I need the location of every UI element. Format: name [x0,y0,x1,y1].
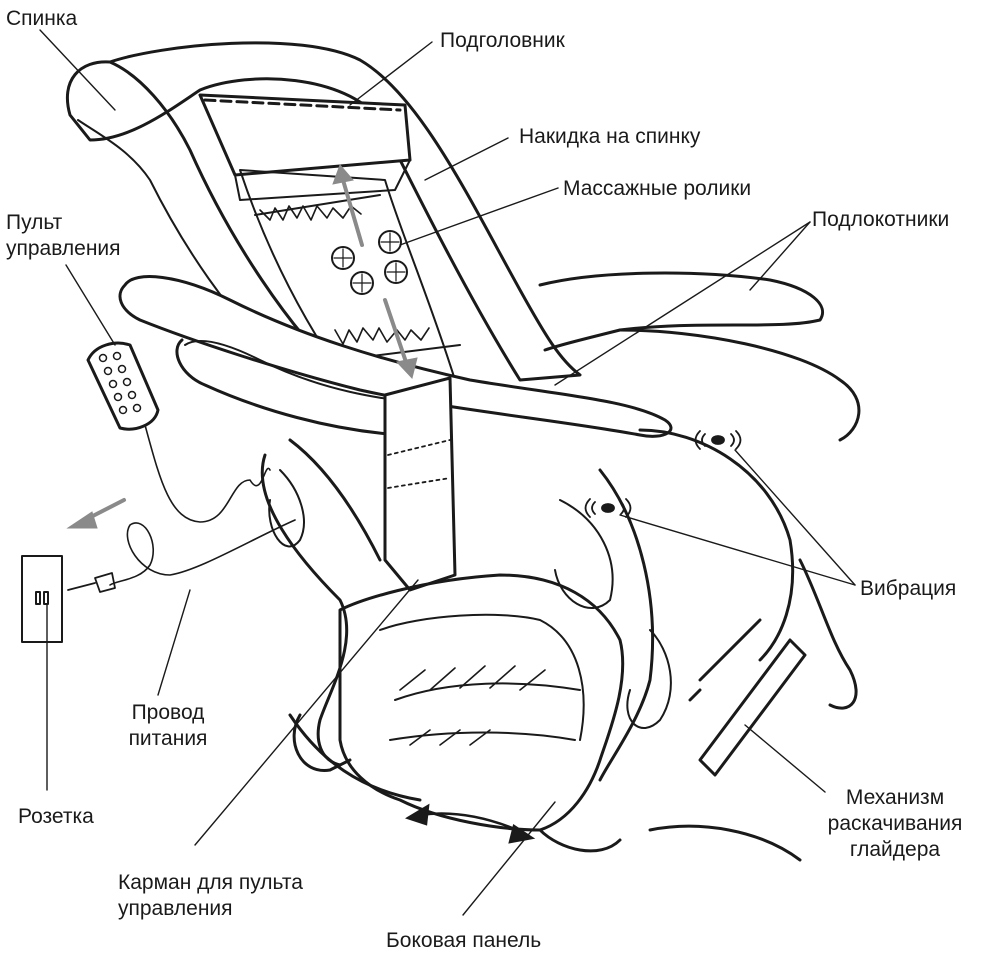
remote-cable [145,425,270,522]
label-glider-3: глайдера [815,837,975,863]
remote-control [88,343,158,429]
glider-mechanism [700,640,805,775]
power-cord [110,520,295,585]
headrest [200,95,410,175]
label-power-cord-1: Провод [118,700,218,726]
massage-rollers [332,231,407,294]
label-socket: Розетка [18,804,94,830]
label-remote-1: Пульт [6,210,62,236]
label-massage-rollers: Массажные ролики [563,176,751,202]
label-vibration: Вибрация [860,576,956,602]
label-side-panel: Боковая панель [386,928,541,954]
label-power-cord-2: питания [118,726,218,752]
label-pocket-2: управления [118,896,233,922]
label-remote-2: управления [6,236,121,262]
armrest-right [540,273,823,350]
label-glider-2: раскачивания [815,811,975,837]
backrest-frame [67,43,580,380]
vibration-icons [586,431,741,517]
label-back-cover: Накидка на спинку [519,124,700,150]
label-glider-1: Механизм [815,785,975,811]
remote-pocket [385,378,455,590]
label-headrest: Подголовник [440,28,565,54]
wall-socket [22,556,62,642]
label-pocket-1: Карман для пульта [118,870,303,896]
label-armrests: Подлокотники [812,207,949,233]
label-backrest: Спинка [6,6,77,32]
